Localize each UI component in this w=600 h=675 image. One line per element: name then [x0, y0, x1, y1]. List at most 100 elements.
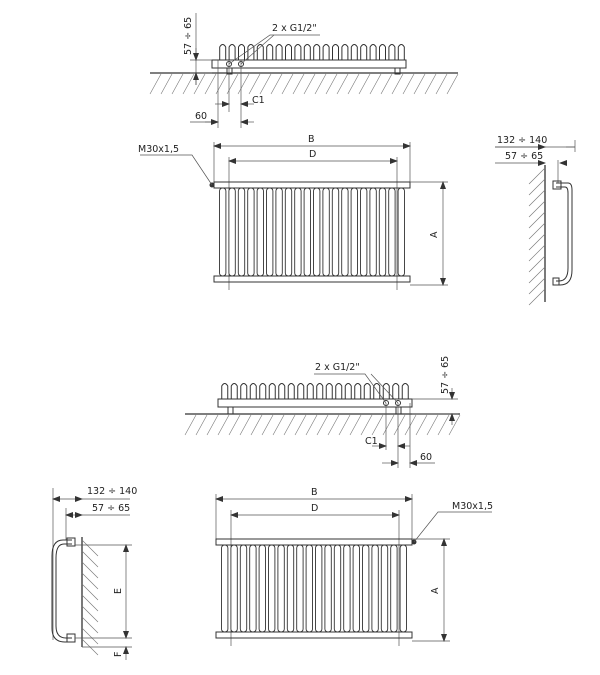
tube: [286, 544, 295, 633]
tube: [249, 544, 257, 633]
tube: [390, 544, 398, 633]
d1-c1-label: C1: [252, 95, 265, 106]
hatch-line: [259, 73, 272, 95]
d2-top-view: 2 x G1/2" 57 ÷ 65 C1 60: [184, 356, 461, 468]
hatch-line: [426, 414, 439, 436]
fin: [350, 44, 358, 60]
tube: [371, 544, 379, 633]
d1-b-label: B: [308, 134, 315, 145]
hatch-line: [528, 266, 546, 284]
hatch-line: [184, 414, 197, 436]
hatch-line: [81, 605, 99, 623]
d1-radiator-base: [211, 59, 407, 69]
tube: [239, 544, 248, 633]
hatch-line: [528, 189, 546, 207]
d1-floor-hatch: [149, 73, 459, 95]
hatch-line: [237, 73, 250, 95]
hatch-line: [81, 550, 99, 568]
hatch-line: [358, 73, 371, 95]
tube: [331, 187, 340, 277]
hatch-line: [283, 414, 296, 436]
hatch-line: [528, 244, 546, 262]
d1-wall-hatch: [528, 167, 546, 306]
d2-side-view: 132 ÷ 140 57 ÷ 65 E F: [51, 486, 137, 660]
fin: [341, 44, 349, 60]
tube: [303, 187, 311, 277]
hatch-line: [261, 414, 274, 436]
fin: [354, 383, 362, 399]
d2-side-bracket-top: [66, 537, 76, 547]
fin: [313, 44, 321, 60]
d2-thread-label: M30x1,5: [452, 501, 493, 512]
tube: [277, 544, 285, 633]
fin: [249, 383, 257, 399]
fin: [221, 383, 229, 399]
d2-radiator-base: [217, 398, 413, 408]
tube: [315, 544, 323, 633]
fin: [259, 383, 267, 399]
hatch-line: [171, 73, 184, 95]
hatch-line: [369, 73, 382, 95]
hatch-line: [81, 616, 99, 634]
hatch-line: [305, 414, 318, 436]
tube: [362, 544, 370, 633]
d1-thread-label: M30x1,5: [138, 144, 179, 155]
hatch-line: [371, 414, 384, 436]
fin: [256, 44, 264, 60]
d1-side-bracket-bottom: [552, 277, 560, 286]
hatch-line: [149, 73, 162, 95]
hatch-line: [413, 73, 426, 95]
tube: [341, 187, 349, 277]
hatch-line: [336, 73, 349, 95]
tube: [369, 187, 377, 277]
tube: [284, 187, 293, 277]
hatch-line: [435, 73, 448, 95]
tube: [219, 187, 227, 277]
fin: [247, 44, 255, 60]
hatch-line: [347, 73, 360, 95]
d1-right-leg: [394, 67, 401, 75]
hatch-line: [303, 73, 316, 95]
d2-right-leg: [395, 406, 402, 415]
fin: [316, 383, 324, 399]
hatch-line: [424, 73, 437, 95]
hatch-line: [292, 73, 305, 95]
d2-outer-label: 132 ÷ 140: [87, 486, 137, 497]
fin: [401, 383, 409, 399]
d2-tubes: [221, 544, 407, 633]
tube: [221, 544, 229, 633]
hatch-line: [327, 414, 340, 436]
fin: [219, 44, 227, 60]
fin: [287, 383, 295, 399]
d1-height-label: 57 ÷ 65: [183, 17, 194, 55]
d1-outer-label: 132 ÷ 140: [497, 135, 547, 146]
d2-f-label: F: [113, 652, 124, 657]
hatch-line: [81, 539, 99, 557]
d2-left-leg: [227, 406, 234, 415]
fin: [238, 44, 245, 60]
hatch-line: [272, 414, 285, 436]
fin: [294, 44, 302, 60]
hatch-line: [325, 73, 338, 95]
tube: [305, 544, 313, 633]
tube: [258, 544, 266, 633]
fin: [344, 383, 352, 399]
d2-bottom-rail: [215, 631, 413, 639]
tube: [230, 544, 238, 633]
hatch-line: [81, 627, 99, 645]
d1-offset-label: 60: [195, 111, 207, 122]
hatch-line: [402, 73, 415, 95]
fin: [266, 44, 274, 60]
hatch-line: [316, 414, 329, 436]
hatch-line: [314, 73, 327, 95]
tube: [343, 544, 351, 633]
hatch-line: [380, 73, 393, 95]
hatch-line: [81, 561, 99, 579]
tube: [294, 187, 302, 277]
fin: [240, 383, 248, 399]
hatch-line: [81, 583, 99, 601]
hatch-line: [204, 73, 217, 95]
hatch-line: [391, 73, 404, 95]
hatch-line: [528, 233, 546, 251]
hatch-line: [528, 277, 546, 295]
